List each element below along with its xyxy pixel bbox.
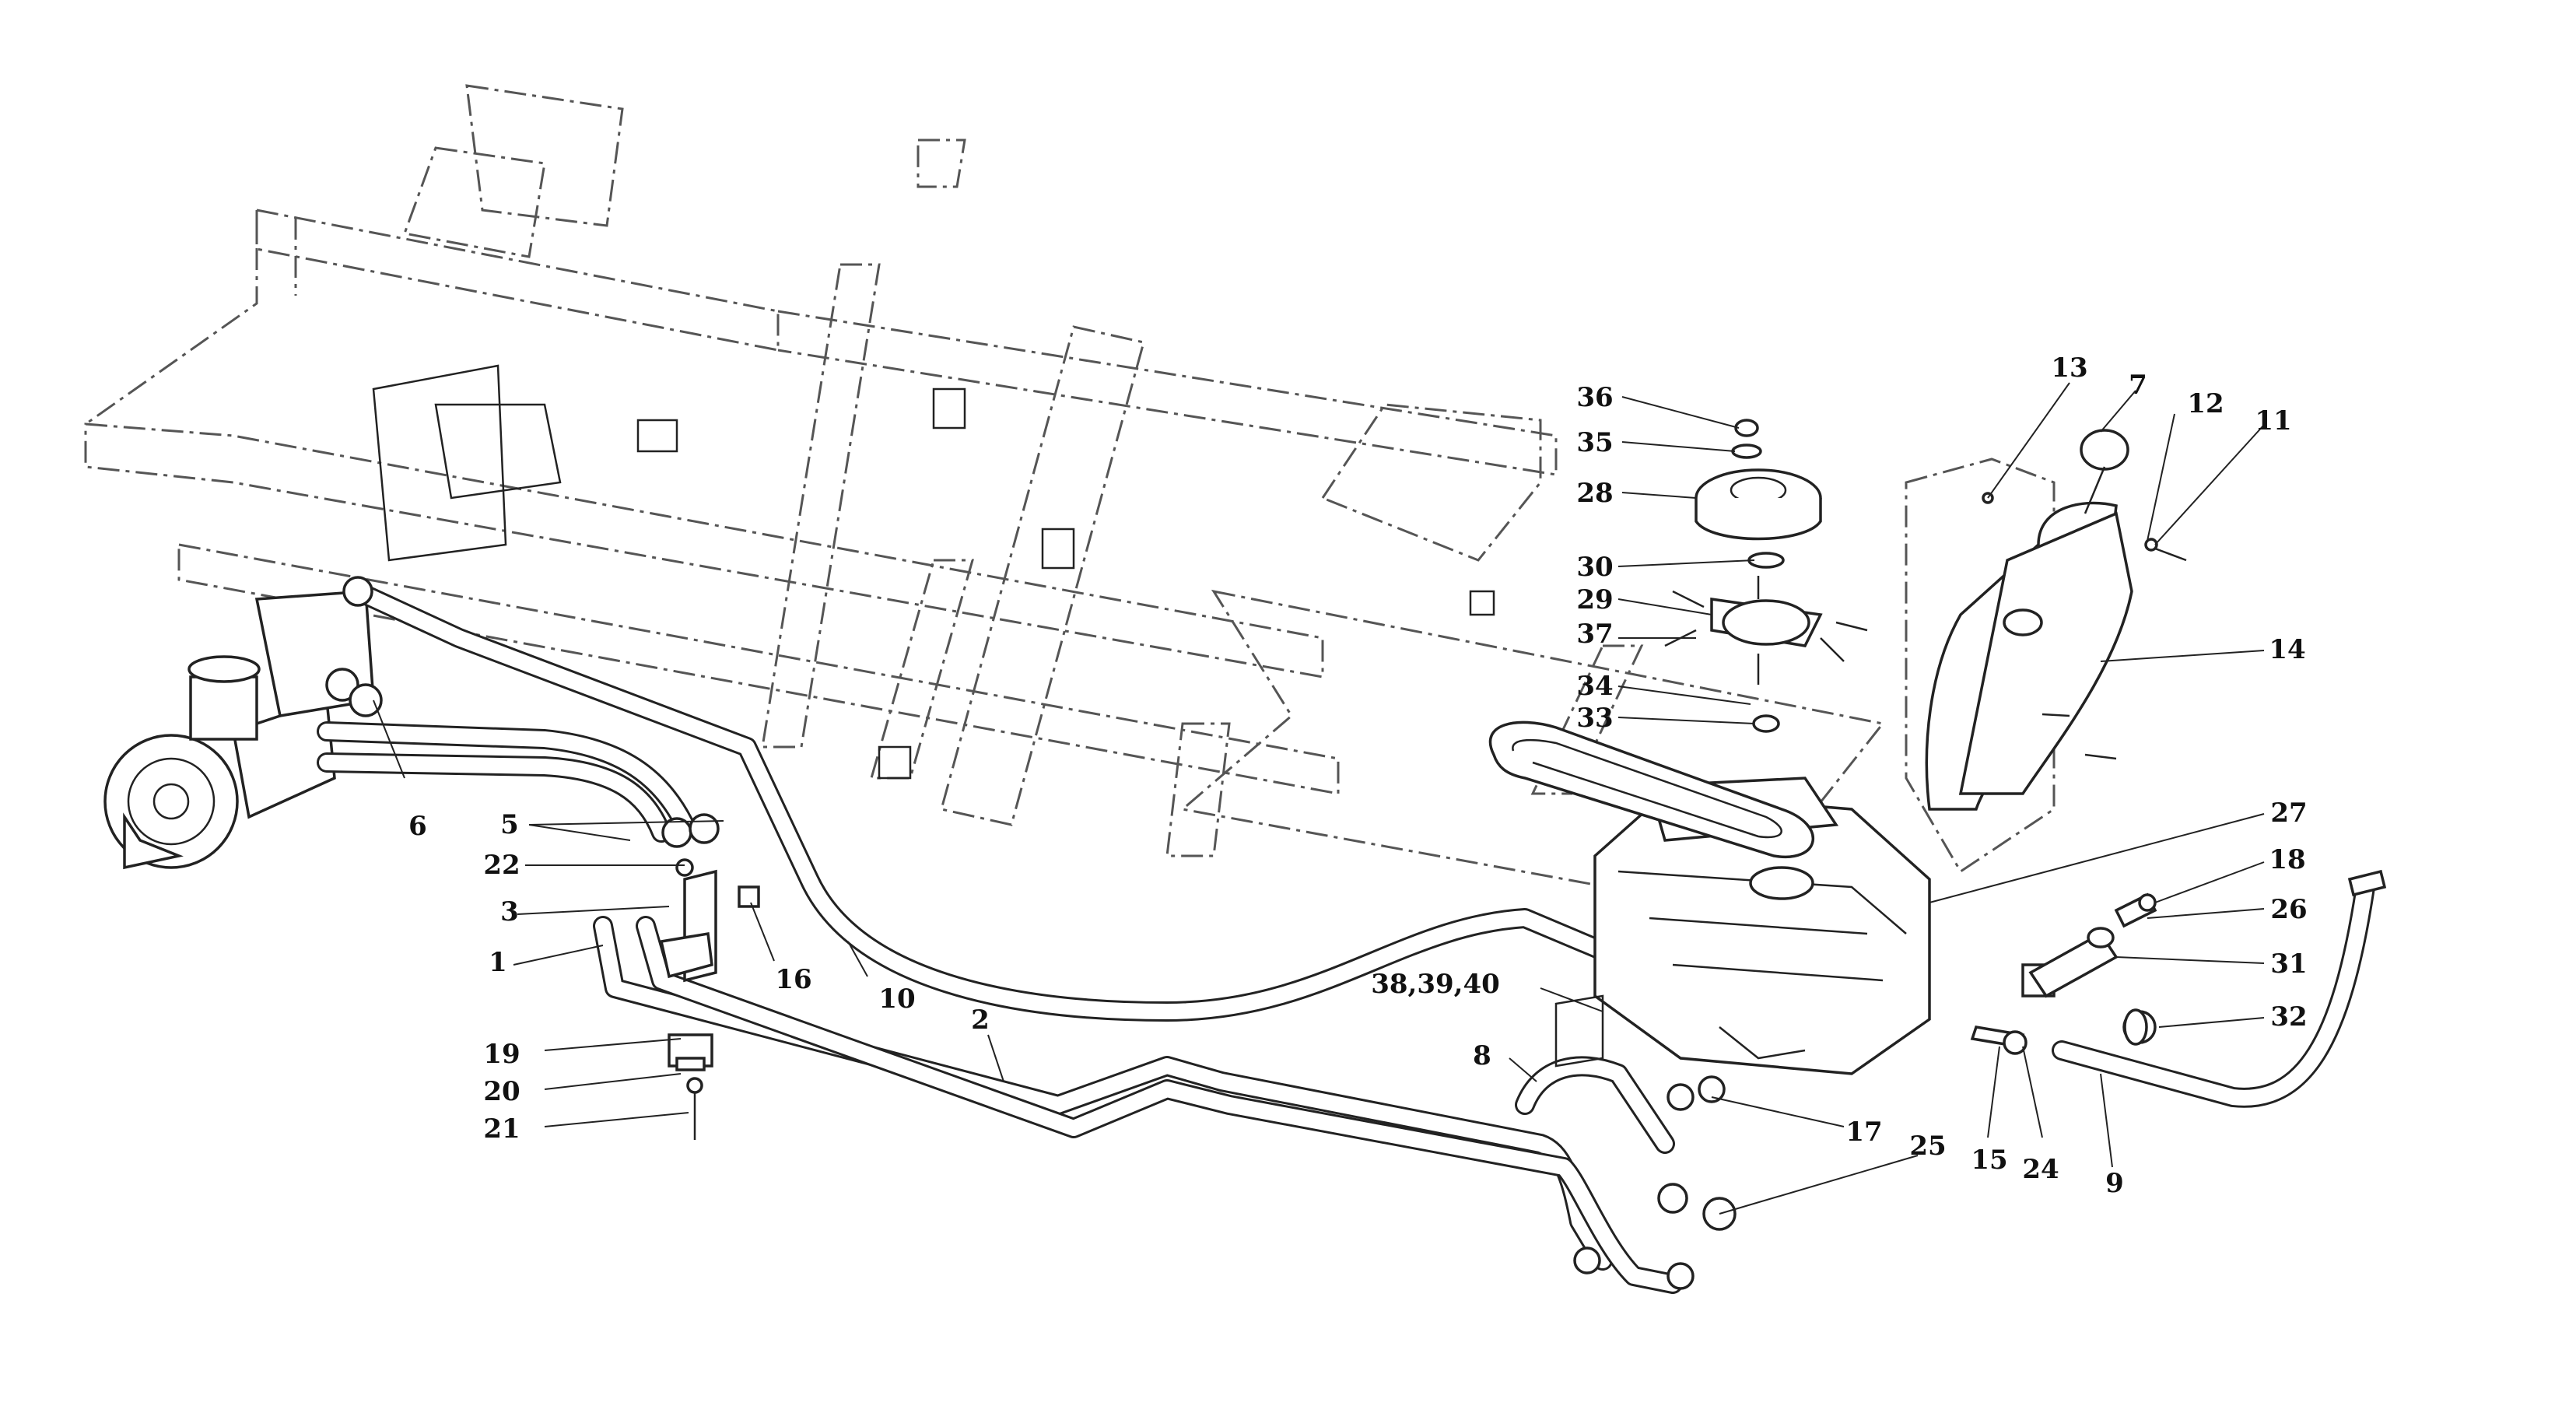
callout-5: 5: [500, 809, 519, 840]
callout-19: 19: [483, 1039, 520, 1070]
callout-10: 10: [878, 983, 915, 1015]
callout-29: 29: [1576, 584, 1613, 615]
callout-11: 11: [2255, 405, 2291, 437]
chassis-frame: [84, 84, 2056, 912]
callout-33: 33: [1576, 703, 1613, 734]
callout-31: 31: [2270, 948, 2307, 980]
callout-18: 18: [2269, 844, 2305, 875]
callout-7: 7: [2129, 370, 2147, 401]
callout-34: 34: [1576, 671, 1613, 702]
oil-reservoir: [1925, 429, 2187, 811]
mounting-bracket: [659, 858, 760, 1140]
callout-36: 36: [1576, 382, 1613, 413]
callout-9: 9: [2105, 1168, 2124, 1199]
callout-35: 35: [1576, 427, 1613, 458]
callout-1: 1: [489, 947, 507, 978]
callout-24: 24: [2022, 1154, 2059, 1185]
callout-25: 25: [1909, 1131, 1946, 1162]
callout-20: 20: [483, 1076, 520, 1107]
fan-pulley-stack: [1664, 419, 1868, 733]
callout-28: 28: [1576, 478, 1613, 509]
callout-26: 26: [2270, 894, 2307, 925]
callout-8: 8: [1473, 1040, 1491, 1071]
callout-labels: 1 2 3 5 6 7 8 9 10 11 12 13 14 15 16 17 …: [408, 352, 2308, 1199]
callout-2: 2: [971, 1005, 990, 1036]
callout-15: 15: [1971, 1145, 2007, 1176]
callout-27: 27: [2270, 798, 2307, 829]
callout-3: 3: [500, 896, 519, 927]
callout-16: 16: [775, 964, 811, 995]
callout-14: 14: [2269, 634, 2305, 665]
callout-21: 21: [483, 1113, 520, 1145]
callout-38-39-40: 38,39,40: [1371, 969, 1500, 1000]
left-transaxle: [103, 364, 562, 870]
callout-32: 32: [2270, 1001, 2307, 1033]
leader-lines: [373, 382, 2265, 1215]
callout-37: 37: [1576, 619, 1613, 650]
callout-30: 30: [1576, 552, 1613, 583]
callout-17: 17: [1845, 1117, 1882, 1148]
callout-6: 6: [408, 811, 427, 842]
hydraulic-hoses: [317, 576, 2375, 1294]
drive-belt: [1488, 721, 1814, 859]
callout-13: 13: [2051, 352, 2087, 384]
callout-22: 22: [483, 850, 520, 881]
callout-12: 12: [2187, 388, 2224, 419]
